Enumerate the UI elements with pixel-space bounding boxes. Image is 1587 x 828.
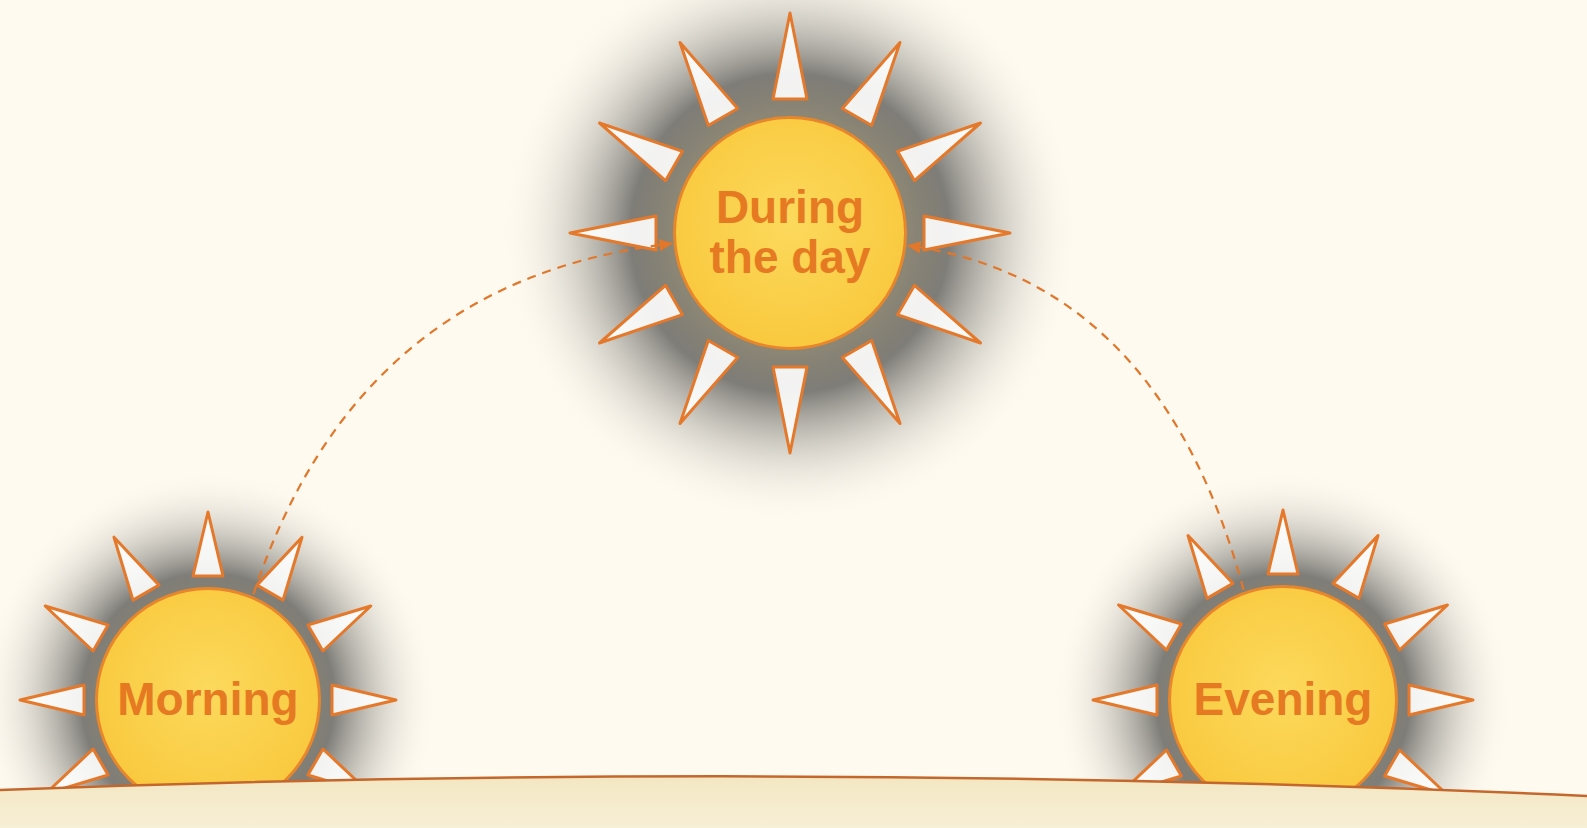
sun-ray [600, 285, 683, 343]
sun-ray [1188, 802, 1233, 828]
sun-ray [193, 512, 223, 576]
dashed-path-arrow [908, 246, 1243, 590]
sun-circle: Morning [95, 587, 321, 813]
sun-label: Evening [1194, 675, 1373, 725]
sun-ray [680, 341, 738, 424]
sun-ray [842, 341, 900, 424]
sun-ray [1385, 750, 1448, 795]
sun-label: Morning [117, 675, 298, 725]
sun-ray [308, 749, 371, 794]
sun-ray [1119, 605, 1182, 650]
sun-ray [332, 685, 396, 715]
sun-ray [308, 606, 371, 651]
sun-ray [1188, 536, 1233, 599]
sun-ray [1268, 510, 1298, 574]
sun-ray [193, 824, 223, 828]
sun-ray [114, 800, 159, 828]
sun-ray [1119, 750, 1182, 795]
sun-ray [842, 43, 900, 126]
sun-ray [1268, 826, 1298, 828]
sun-ray [257, 800, 302, 828]
sun-ray [20, 685, 84, 715]
sun-circle: Evening [1168, 585, 1398, 815]
sun-glow [500, 0, 1080, 523]
sun-ray [1093, 685, 1157, 715]
sun-ray [45, 749, 108, 794]
sun-label: During the day [690, 183, 890, 282]
sun-ray [1333, 536, 1378, 599]
sun-ray [45, 606, 108, 651]
sun-circle: During the day [673, 116, 907, 350]
sun-glow [1053, 470, 1513, 828]
sun-ray [773, 367, 807, 453]
sun-ray [114, 537, 159, 600]
sun-ray [898, 285, 981, 343]
sun-ray [924, 216, 1010, 250]
sun-ray [1409, 685, 1473, 715]
sun-ray [257, 537, 302, 600]
sun-ray [773, 13, 807, 99]
sun-ray [680, 43, 738, 126]
sun-ray [600, 123, 683, 181]
sun-glow [0, 470, 438, 828]
sun-ray [898, 123, 981, 181]
sun-ray [570, 216, 656, 250]
dashed-path-arrow [253, 244, 671, 595]
sun-ray [1385, 605, 1448, 650]
sun-ray [1333, 802, 1378, 828]
